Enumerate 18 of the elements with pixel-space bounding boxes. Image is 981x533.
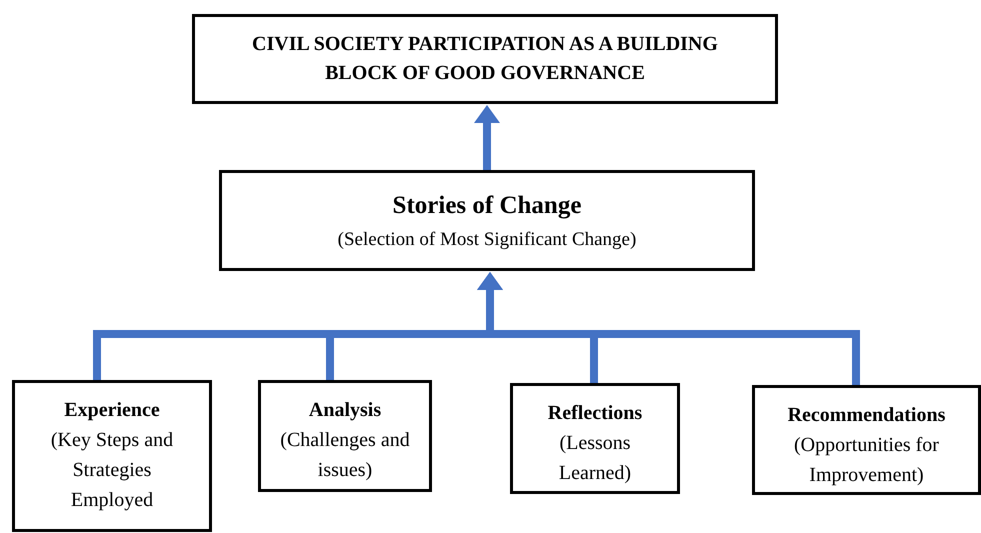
box-description: (Key Steps and Strategies Employed (50, 428, 174, 513)
box-heading: Experience (64, 398, 160, 423)
category-box (258, 380, 432, 492)
box-heading: Reflections (548, 401, 642, 426)
box-description: (Lessons Learned) (558, 431, 632, 486)
box-heading: Recommendations (788, 403, 946, 428)
process-box (219, 170, 755, 271)
category-box (510, 383, 680, 494)
category-box (12, 380, 212, 532)
box-heading: Analysis (308, 398, 382, 423)
block-arrow (474, 105, 500, 170)
goal-box (192, 14, 778, 104)
box-description: (Challenges and issues) (279, 428, 411, 483)
box-description: (Opportunities for Improvement) (793, 433, 940, 488)
box-description: (Selection of Most Significant Change) (338, 228, 636, 252)
diagram-heading: CIVIL SOCIETY PARTICIPATION AS A BUILDING BLOCK OF GOOD GOVERNANCE (251, 32, 719, 86)
category-box (752, 385, 981, 495)
box-heading: Stories of Change (392, 190, 582, 220)
